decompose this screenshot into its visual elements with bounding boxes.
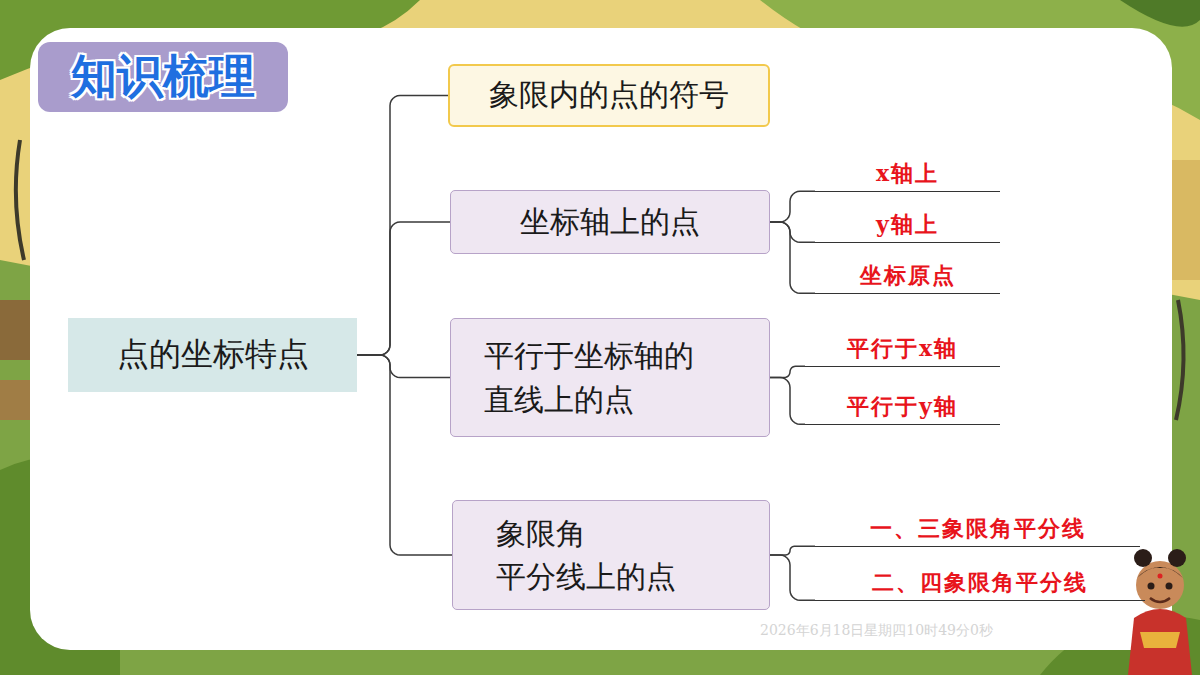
cartoon-character	[1128, 549, 1192, 675]
node-text: 坐标原点	[860, 262, 956, 288]
node-text: x轴上	[876, 160, 939, 186]
connector-line	[357, 355, 450, 378]
title-text: 知识梳理	[71, 46, 255, 108]
root-topic: 点的坐标特点	[68, 318, 357, 392]
node-text: 象限内的点的符号	[489, 75, 729, 116]
branch-box: 坐标轴上的点	[450, 190, 770, 254]
connector-line	[357, 355, 452, 555]
node-text: 点的坐标特点	[117, 333, 309, 377]
leaf-item: 二、四象限角平分线	[815, 566, 1145, 601]
connector-line	[770, 378, 805, 425]
branch-box: 象限角 平分线上的点	[452, 500, 770, 610]
node-text: 平行于y轴	[847, 393, 958, 419]
connector-line	[770, 555, 815, 600]
node-text: 二、四象限角平分线	[872, 569, 1088, 595]
node-text: 平行于坐标轴的 直线上的点	[484, 334, 706, 421]
connector-line	[770, 366, 805, 377]
connector-line	[770, 222, 815, 293]
node-text: 平行于x轴	[847, 335, 958, 361]
leaf-item: 平行于x轴	[805, 332, 1000, 367]
connector-line	[357, 96, 448, 356]
connector-line	[770, 222, 815, 242]
branch-box: 平行于坐标轴的 直线上的点	[450, 318, 770, 437]
node-text: 坐标轴上的点	[520, 202, 700, 243]
leaf-item: 坐标原点	[815, 259, 1000, 294]
leaf-item: x轴上	[815, 157, 1000, 192]
leaf-item: y轴上	[815, 208, 1000, 243]
branch-box: 象限内的点的符号	[448, 64, 770, 127]
node-text: 象限角 平分线上的点	[496, 512, 718, 599]
node-text: 一、三象限角平分线	[870, 515, 1086, 541]
connector-line	[770, 191, 815, 222]
watermark-text: 2026年6月18日星期四10时49分0秒	[760, 622, 993, 640]
connector-line	[357, 222, 450, 355]
leaf-item: 一、三象限角平分线	[815, 512, 1140, 547]
title-box: 知识梳理	[38, 42, 288, 112]
node-text: y轴上	[876, 211, 939, 237]
leaf-item: 平行于y轴	[805, 390, 1000, 425]
connector-line	[770, 546, 815, 555]
